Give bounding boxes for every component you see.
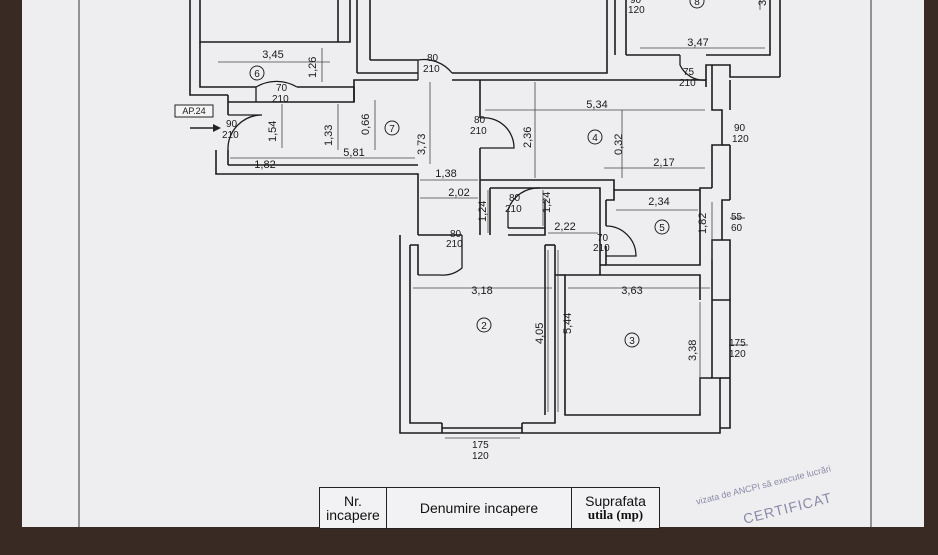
dim-label: 2,02 [448,187,469,199]
room-legend-table: Nr. incapere Denumire incapere Suprafata… [319,487,660,529]
opening-label: 60 [731,223,743,234]
opening-label: 210 [505,204,522,215]
opening-label: 120 [732,134,749,145]
opening-label: 210 [446,239,463,250]
opening-label: 55 [731,212,743,223]
opening-label: 80 [450,229,462,240]
opening-labels: 90 210 70 210 80 210 80 210 75 210 90 12… [222,0,749,462]
opening-label: 75 [683,67,695,78]
room-number-8: 8 [694,0,700,8]
dim-label: 3,63 [621,285,642,297]
room-marker-3 [624,332,640,348]
dim-label: 1,82 [254,159,275,171]
room-number-2: 2 [481,321,487,332]
dim-label: 0,32 [613,134,625,155]
dim-label: 1,24 [477,201,489,222]
dim-label: 2,22 [554,221,575,233]
legend-header-name: Denumire incapere [387,488,572,528]
opening-label: 90 [630,0,642,6]
opening-label: 120 [628,5,645,16]
door-swings [227,55,707,276]
entrance-arrow-head [213,124,221,132]
dim-label: 3 [757,0,769,6]
opening-label: 175 [729,338,746,349]
legend-header-area-line2: utila (mp) [587,507,644,522]
room-number-3: 3 [629,336,635,347]
dim-label: 1,24 [541,192,553,213]
paper-sheet [22,0,924,527]
room-marker-4 [587,129,603,145]
dim-label: 5,81 [343,147,364,159]
room-number-7: 7 [389,124,395,135]
room-number-5: 5 [659,223,665,234]
dim-label: 0,66 [360,114,372,135]
opening-label: 80 [427,53,439,64]
room-marker-7 [384,120,400,136]
legend-header-name-text: Denumire incapere [419,500,539,516]
dim-label: 1,82 [697,213,709,234]
floor-plan: 6 7 4 5 2 3 8 3,45 1,26 1,54 1,33 0,66 1… [78,0,872,527]
dim-label: 2,36 [522,127,534,148]
opening-label: 90 [734,123,746,134]
opening-label: 120 [472,451,489,462]
apartment-label: AP.24 [182,106,205,116]
room-marker-2 [476,317,492,333]
room-number-6: 6 [254,69,260,80]
legend-header-number: Nr. incapere [320,488,387,528]
room-number-4: 4 [592,133,598,144]
room-marker-8 [689,0,705,9]
dim-label: 5,44 [562,313,574,334]
dim-label: 2,17 [653,157,674,169]
legend-header-area: Suprafata utila (mp) [572,488,659,528]
opening-label: 210 [679,78,696,89]
dim-label: 1,26 [307,57,319,78]
dim-label: 1,38 [435,168,456,180]
dim-label: 5,34 [586,99,607,111]
legend-header-area-line1: Suprafata [585,493,646,509]
opening-label: 210 [470,126,487,137]
dim-label: 1,33 [323,125,335,146]
opening-label: 80 [474,115,486,126]
opening-label: 120 [729,349,746,360]
dim-label: 3,18 [471,285,492,297]
room-marker-6 [249,65,265,81]
opening-label: 210 [272,94,289,105]
opening-label: 70 [276,83,288,94]
dim-label: 3,45 [262,49,283,61]
dimension-labels: 3,45 1,26 1,54 1,33 0,66 1,82 5,81 3,73 … [254,0,769,361]
dim-label: 2,34 [648,196,669,208]
opening-label: 210 [593,243,610,254]
opening-label: 210 [222,130,239,141]
opening-label: 175 [472,440,489,451]
opening-label: 90 [226,119,238,130]
opening-label: 70 [597,233,609,244]
dim-label: 3,73 [416,134,428,155]
apartment-label-box [174,104,214,118]
dim-label: 3,38 [687,340,699,361]
walls [189,0,781,434]
dim-label: 3,47 [687,37,708,49]
room-marker-5 [654,219,670,235]
dimension-lines [218,0,765,439]
dim-label: 4,05 [534,323,546,344]
opening-label: 210 [423,64,440,75]
opening-label: 80 [509,193,521,204]
legend-header-number-text: Nr. incapere [326,493,380,523]
dim-label: 1,54 [267,121,279,142]
room-markers: 6 7 4 5 2 3 8 [249,0,705,348]
